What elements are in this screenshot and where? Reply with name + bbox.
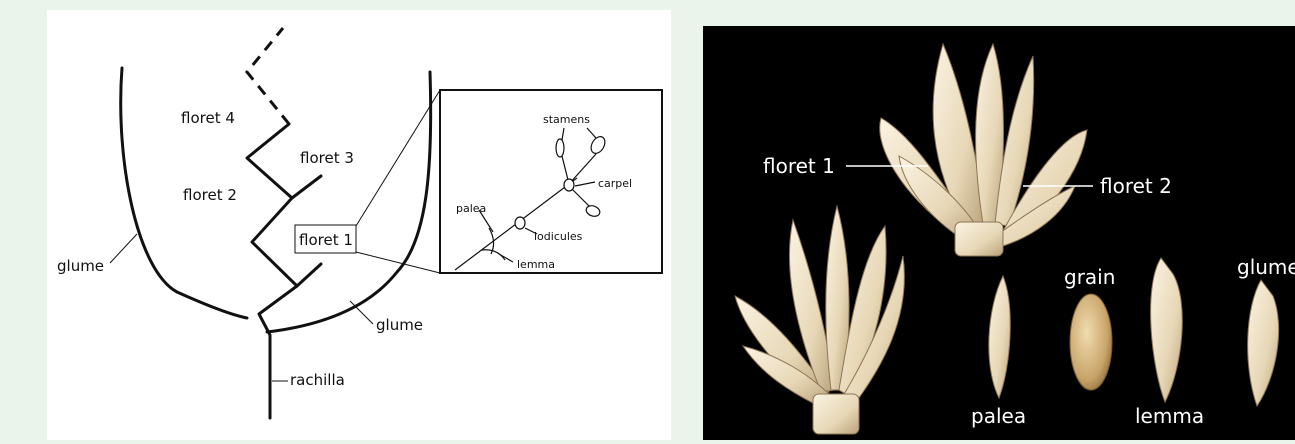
photo-label-lemma: lemma <box>1135 404 1204 428</box>
label-floret-2: floret 2 <box>183 186 237 204</box>
inset-label-stamens: stamens <box>543 113 590 126</box>
label-rachilla: rachilla <box>290 371 345 389</box>
grain-specimen <box>1070 294 1112 390</box>
label-glume-left: glume <box>57 257 104 275</box>
floret-3-branch <box>292 176 321 198</box>
rachilla-continuation <box>247 28 289 124</box>
photo-label-floret-1: floret 1 <box>763 154 835 178</box>
palea-specimen <box>989 276 1010 398</box>
floret-detail-inset: stamens carpel palea lodicules lemma <box>440 90 662 273</box>
label-glume-right: glume <box>376 316 423 334</box>
photo-label-grain: grain <box>1064 265 1115 289</box>
inset-label-lodicules: lodicules <box>534 230 583 243</box>
lodicule-shape <box>515 217 525 229</box>
glume-left-leader <box>110 234 137 263</box>
label-floret-3: floret 3 <box>300 149 354 167</box>
glume-right-outline <box>267 72 431 332</box>
inset-label-lemma: lemma <box>517 258 555 271</box>
inset-label-carpel: carpel <box>598 177 632 190</box>
inset-callout-top <box>356 90 440 226</box>
photo-label-floret-2: floret 2 <box>1100 174 1172 198</box>
spikelet-photo: floret 1 floret 2 grain glume palea lemm… <box>703 26 1295 440</box>
photo-label-glume: glume <box>1237 255 1295 279</box>
spikelet-diagram: floret 4 floret 3 floret 2 floret 1 glum… <box>47 10 671 440</box>
carpel-shape <box>564 179 574 191</box>
floret-1-branch <box>297 264 321 286</box>
anther-1 <box>556 139 564 157</box>
glume-specimen <box>1248 280 1279 406</box>
spikelet-upper <box>880 44 1087 256</box>
lemma-specimen <box>1151 258 1183 402</box>
spikelet-photo-panel: floret 1 floret 2 grain glume palea lemm… <box>703 26 1295 440</box>
label-floret-1: floret 1 <box>299 231 353 249</box>
inset-label-palea: palea <box>456 202 486 215</box>
spikelet-lower <box>735 206 904 434</box>
spikelet-diagram-panel: floret 4 floret 3 floret 2 floret 1 glum… <box>47 10 671 440</box>
photo-label-palea: palea <box>971 404 1026 428</box>
label-floret-4: floret 4 <box>181 109 235 127</box>
